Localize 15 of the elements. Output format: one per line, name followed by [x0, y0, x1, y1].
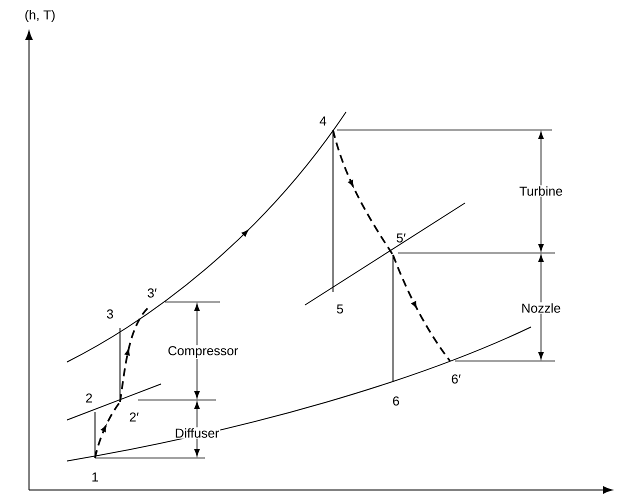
point-label: 1	[92, 472, 98, 482]
point-label: 2′	[130, 412, 139, 422]
axis-label: (h, T)	[25, 10, 55, 22]
dimension-label: Turbine	[518, 185, 564, 197]
dimension-label: Compressor	[166, 345, 240, 359]
point-label: 2	[86, 393, 92, 403]
dimension-label: Diffuser	[174, 427, 220, 439]
point-label: 3	[106, 309, 114, 319]
point-label: 6	[393, 396, 400, 406]
point-label: 5′	[396, 233, 406, 242]
point-label: 6′	[452, 374, 461, 384]
dimension-label: Nozzle	[520, 302, 562, 314]
point-label: 4	[320, 116, 326, 126]
point-label: 5	[336, 304, 344, 314]
point-label: 3′	[148, 288, 157, 298]
